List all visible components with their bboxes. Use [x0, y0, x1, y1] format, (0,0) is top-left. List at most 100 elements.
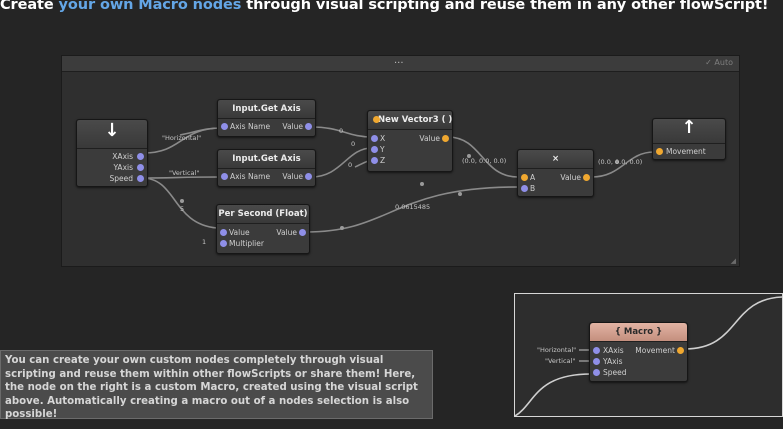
- reroute-dot: [467, 154, 471, 158]
- reroute-dot: [420, 182, 424, 186]
- macro-xaxis-label: XAxis: [603, 346, 624, 355]
- macro-input-header: ↓: [77, 120, 147, 149]
- get-axis-2-out-dot[interactable]: [305, 173, 312, 180]
- headline-suffix: through visual scripting and reuse them …: [241, 0, 769, 13]
- get-axis-node-1[interactable]: Input.Get Axis Axis Name Value: [217, 99, 316, 137]
- per-second-multiplier-label: Multiplier: [229, 239, 264, 248]
- editor-menu-dots[interactable]: ...: [394, 55, 404, 66]
- auto-toggle[interactable]: ✓ Auto: [705, 58, 733, 67]
- vertical-string-label: "Vertical": [169, 169, 200, 177]
- inset-wire-movement: [684, 296, 782, 350]
- macro-yaxis-label: YAxis: [603, 357, 623, 366]
- new-vector3-header-dot: [373, 116, 380, 123]
- speed-value-label: 5: [180, 205, 185, 213]
- get-axis-1-out-dot[interactable]: [305, 123, 312, 130]
- per-second-out-label: Value: [276, 228, 297, 237]
- new-vector3-node[interactable]: New Vector3 ( ) X Y Z Value: [367, 110, 453, 172]
- inset-horizontal-label: "Horizontal": [537, 346, 577, 354]
- reroute-dot: [340, 226, 344, 230]
- macro-movement-dot[interactable]: [677, 347, 684, 354]
- macro-xaxis-dot[interactable]: [593, 347, 600, 354]
- multiply-out-dot[interactable]: [583, 174, 590, 181]
- macro-speed-dot[interactable]: [593, 369, 600, 376]
- vector-out-dot[interactable]: [442, 135, 449, 142]
- multiplier-value-label: 1: [202, 238, 207, 246]
- get-axis-2-in-dot[interactable]: [221, 173, 228, 180]
- port-movement: Movement: [666, 147, 706, 156]
- get-axis-2-in-label: Axis Name: [230, 172, 271, 181]
- macro-output-node[interactable]: ↑ Movement: [652, 118, 726, 160]
- reroute-dot: [615, 160, 619, 164]
- multiply-title: ×: [518, 150, 593, 169]
- macro-speed-label: Speed: [603, 368, 627, 377]
- multiply-out-label: Value: [560, 173, 581, 182]
- headline-highlight: your own Macro nodes: [58, 0, 242, 13]
- macro-node[interactable]: { Macro } XAxis YAxis Speed Movement: [589, 322, 688, 382]
- port-speed: Speed: [109, 174, 133, 183]
- inset-vertical-label: "Vertical": [545, 357, 576, 365]
- per-second-title: Per Second (Float): [217, 205, 309, 224]
- get-axis-1-in-dot[interactable]: [221, 123, 228, 130]
- multiply-a-dot[interactable]: [521, 174, 528, 181]
- graph-editor-canvas[interactable]: ... ✓ Auto ↓: [61, 55, 740, 267]
- multiply-node[interactable]: × A B Value: [517, 149, 594, 197]
- port-speed-dot[interactable]: [137, 175, 144, 182]
- per-second-out-dot[interactable]: [299, 229, 306, 236]
- macro-yaxis-dot[interactable]: [593, 358, 600, 365]
- description-caption: You can create your own custom nodes com…: [0, 350, 433, 420]
- get-axis-node-2[interactable]: Input.Get Axis Axis Name Value: [217, 149, 316, 187]
- headline-prefix: Create: [0, 0, 59, 13]
- up-arrow-icon: ↑: [681, 117, 697, 138]
- vector-y-label: Y: [380, 145, 385, 154]
- multiply-a-label: A: [530, 173, 536, 182]
- vector-zero-out-label: (0.0, 0.0, 0.0): [598, 158, 643, 166]
- wire-speed: [141, 177, 218, 229]
- resize-handle-icon[interactable]: ◢: [730, 257, 736, 265]
- zero-x-label: 0: [339, 127, 344, 135]
- vector-x-label: X: [380, 134, 386, 143]
- vector-zero-in-label: (0.0, 0.0, 0.0): [462, 157, 507, 165]
- macro-node-title: { Macro }: [590, 323, 687, 342]
- zero-y-label: 0: [351, 140, 356, 148]
- get-axis-2-out-label: Value: [282, 172, 303, 181]
- vector-y-dot[interactable]: [371, 146, 378, 153]
- get-axis-1-in-label: Axis Name: [230, 122, 271, 131]
- macro-preview-panel: "Horizontal" "Vertical" { Macro } XAxis …: [514, 293, 783, 417]
- get-axis-1-title: Input.Get Axis: [218, 100, 315, 119]
- multiply-b-dot[interactable]: [521, 185, 528, 192]
- zero-z-label: 0: [348, 161, 353, 169]
- new-vector3-title: New Vector3 ( ): [368, 111, 452, 130]
- horizontal-string-label: "Horizontal": [162, 134, 202, 142]
- reroute-dot: [458, 192, 462, 196]
- multiply-b-label: B: [530, 184, 536, 193]
- macro-output-header: ↑: [653, 119, 725, 144]
- port-xaxis-dot[interactable]: [137, 153, 144, 160]
- get-axis-2-title: Input.Get Axis: [218, 150, 315, 169]
- port-movement-dot[interactable]: [656, 148, 663, 155]
- wire-persecond-to-b: [305, 186, 519, 233]
- vector-z-dot[interactable]: [371, 157, 378, 164]
- macro-movement-label: Movement: [635, 346, 675, 355]
- reroute-dot: [180, 199, 184, 203]
- port-yaxis-dot[interactable]: [137, 164, 144, 171]
- per-second-multiplier-dot[interactable]: [220, 240, 227, 247]
- per-second-value-dot[interactable]: [220, 229, 227, 236]
- port-xaxis: XAxis: [112, 152, 133, 161]
- port-yaxis: YAxis: [113, 163, 133, 172]
- vector-out-label: Value: [419, 134, 440, 143]
- wire-axis1-to-x: [310, 126, 373, 138]
- macro-input-node[interactable]: ↓ XAxis YAxis Speed: [76, 119, 148, 187]
- inset-wire-speed: [515, 373, 592, 416]
- per-second-node[interactable]: Per Second (Float) Value Multiplier Valu…: [216, 204, 310, 254]
- wire-vector-to-a: [447, 136, 519, 178]
- down-arrow-icon: ↓: [104, 120, 120, 141]
- per-second-result-label: 0.0615485: [395, 203, 431, 211]
- editor-toolbar: ... ✓ Auto: [62, 55, 739, 72]
- headline: Create your own Macro nodes through visu…: [0, 0, 783, 13]
- get-axis-1-out-label: Value: [282, 122, 303, 131]
- wire-axis2-to-y: [310, 147, 373, 178]
- vector-z-label: Z: [380, 156, 386, 165]
- vector-x-dot[interactable]: [371, 135, 378, 142]
- wire-vertical-string: [141, 176, 221, 179]
- wire-multiply-to-movement: [591, 151, 655, 178]
